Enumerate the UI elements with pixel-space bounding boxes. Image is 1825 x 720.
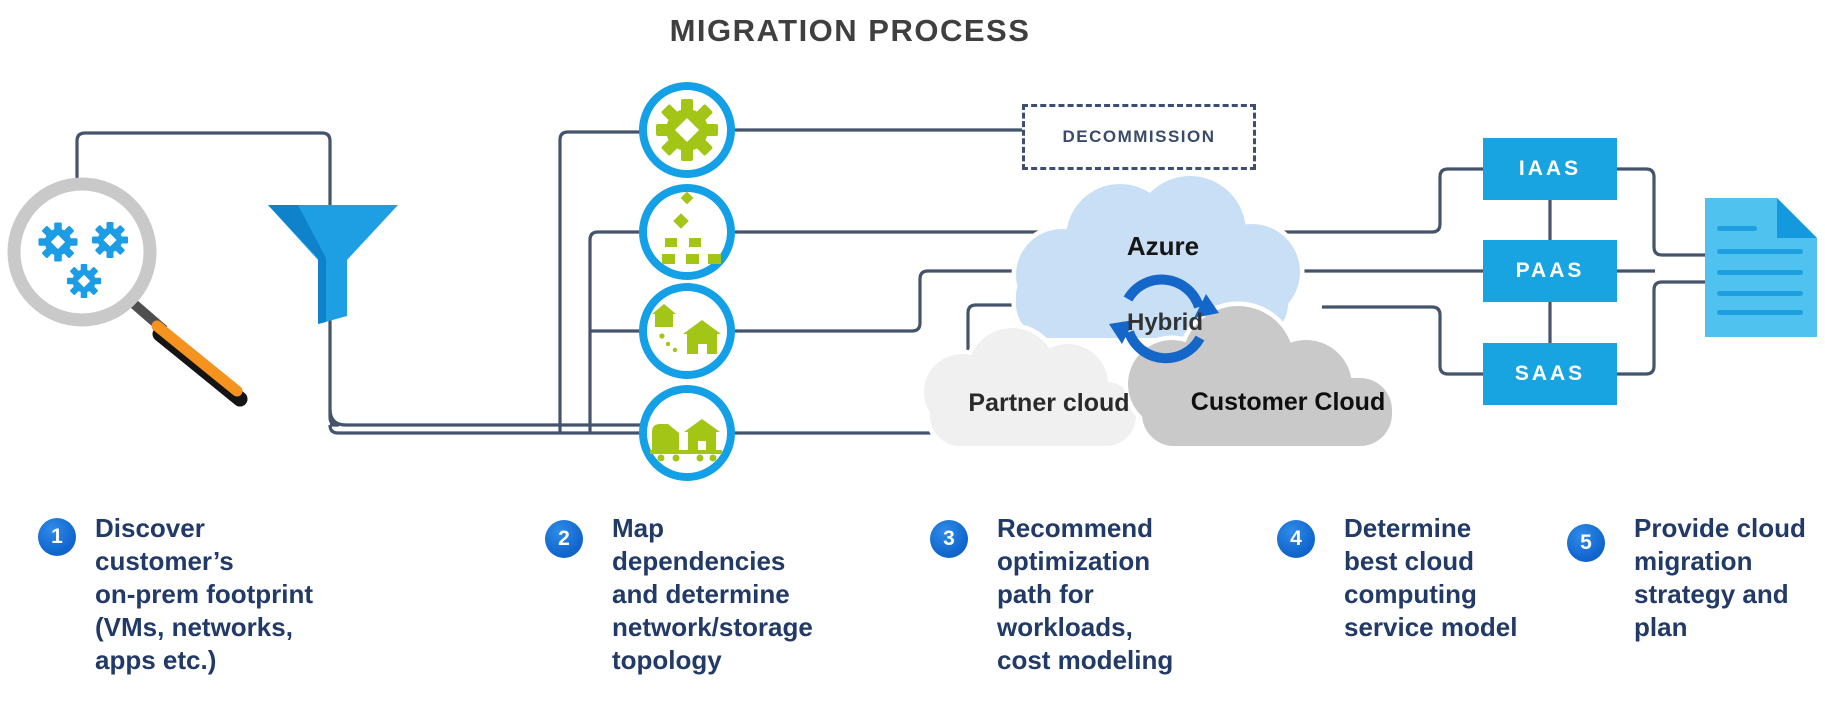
step-5-badge: 5	[1567, 524, 1605, 562]
step-1-badge: 1	[38, 518, 76, 556]
magnifier-icon	[7, 177, 248, 407]
funnel-icon	[268, 205, 398, 324]
document-icon	[1705, 198, 1817, 337]
azure-cloud-label: Azure	[1126, 231, 1200, 261]
page-title: MIGRATION PROCESS	[669, 13, 1031, 48]
step-1-text: Discover customer’s on-prem footprint (V…	[95, 513, 314, 675]
workload-houses-icon	[652, 304, 721, 354]
step-2-text: Map dependencies and determine network/s…	[612, 513, 813, 675]
step-3-number: 3	[943, 527, 955, 550]
paas-label: PAAS	[1515, 259, 1585, 282]
step-4-number: 4	[1290, 527, 1302, 550]
step-1-number: 1	[51, 525, 63, 548]
step-2-badge: 2	[545, 520, 583, 558]
house-relocation-icon	[650, 419, 722, 462]
partner-cloud	[924, 328, 1136, 446]
partner-cloud-label: Partner cloud	[968, 389, 1130, 417]
gear-icon	[92, 222, 128, 258]
decommission-box: DECOMMISSION	[1022, 104, 1256, 170]
service-box-paas: PAAS	[1483, 240, 1617, 302]
gear-icon	[38, 222, 77, 261]
saas-label: SAAS	[1514, 362, 1586, 385]
step-4-badge: 4	[1277, 520, 1315, 558]
customer-cloud-label: Customer Cloud	[1190, 388, 1386, 416]
hybrid-label: Hybrid	[1126, 309, 1204, 336]
service-box-iaas: IAAS	[1483, 138, 1617, 200]
step-3-text: Recommend optimization path for workload…	[997, 513, 1174, 675]
service-box-saas: SAAS	[1483, 343, 1617, 405]
step-2-number: 2	[558, 527, 570, 550]
step-5-number: 5	[1580, 531, 1592, 554]
step-5-text: Provide cloud migration strategy and pla…	[1634, 513, 1806, 642]
gear-icon	[67, 264, 101, 298]
step-4-text: Determine best cloud computing service m…	[1344, 513, 1518, 642]
gear-icon	[656, 99, 718, 161]
connector-lines	[75, 128, 1712, 435]
decommission-label: DECOMMISSION	[1062, 127, 1216, 146]
process-icon-circles	[639, 82, 735, 481]
iaas-label: IAAS	[1518, 157, 1582, 180]
step-3-badge: 3	[930, 520, 968, 558]
hybrid-sync-icon	[1109, 274, 1219, 364]
